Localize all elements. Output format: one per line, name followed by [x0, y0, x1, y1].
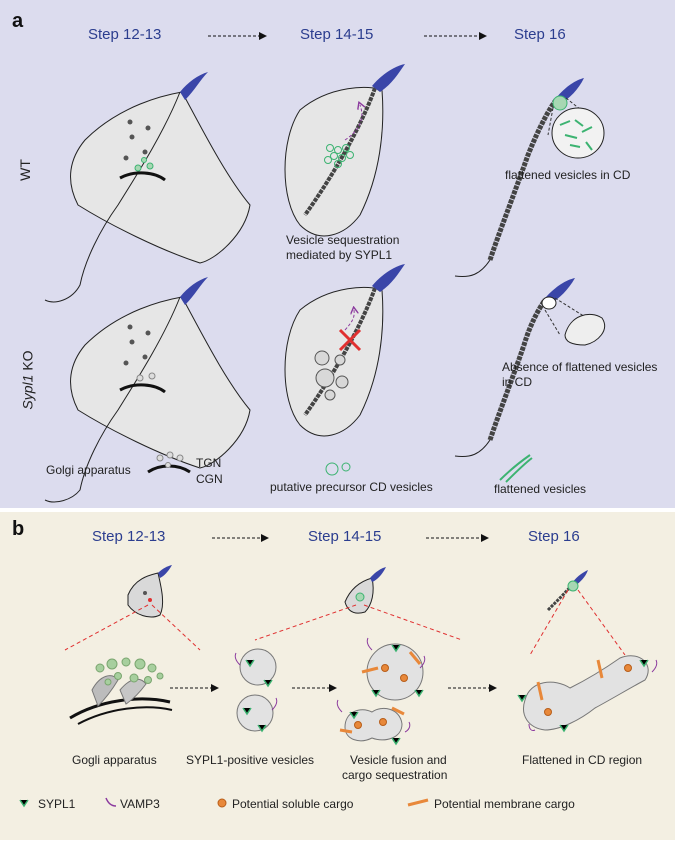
label-b-fusion-line1: Vesicle fusion and	[350, 753, 447, 767]
panel-a-step-14-15: Step 14-15	[300, 26, 374, 43]
b-sypl1-vesicles	[234, 648, 278, 733]
panel-b-step-14-15: Step 14-15	[308, 528, 382, 545]
label-b-flattened: Flattened in CD region	[522, 753, 643, 767]
legend-vamp3-label: VAMP3	[120, 797, 160, 811]
label-wt-step14-line2: mediated by SYPL1	[286, 248, 393, 262]
legend-golgi-label: Golgi apparatus	[46, 463, 131, 477]
panel-a-step-16: Step 16	[514, 26, 566, 43]
legend-precursor-label: putative precursor CD vesicles	[270, 480, 433, 494]
legend-membrane-cargo-icon	[407, 798, 429, 807]
panel-a-letter: a	[12, 10, 24, 32]
row-label-wt: WT	[16, 159, 33, 181]
wt-step16-sperm	[454, 78, 605, 278]
ko-step12-cell	[44, 277, 251, 503]
label-b-sypl1-vesicles: SYPL1-positive vesicles	[186, 753, 315, 767]
panel-b-step-16: Step 16	[528, 528, 580, 545]
b-step14-small-cell	[254, 567, 463, 641]
legend-golgi-icon	[147, 451, 191, 474]
ko-step16-sperm	[454, 278, 606, 458]
b-flattened-vesicle	[517, 655, 658, 733]
b-golgi-large	[69, 657, 173, 725]
panel-b-step-12-13: Step 12-13	[92, 528, 166, 545]
label-ko-step16-line2: in CD	[502, 375, 533, 389]
legend-sypl1-icon	[19, 799, 29, 808]
legend-soluble-label: Potential soluble cargo	[232, 797, 354, 811]
b-step16-small-sperm	[529, 570, 626, 656]
panel-b-letter: b	[12, 518, 25, 540]
row-label-ko-suffix: KO	[19, 350, 36, 375]
ko-step14-cell	[284, 264, 405, 437]
legend-sypl1-label: SYPL1	[38, 797, 76, 811]
legend-vamp3-icon	[105, 797, 117, 807]
row-label-ko-gene: Sypl1	[19, 374, 36, 410]
b-step12-small-cell	[64, 565, 201, 651]
legend-membrane-label: Potential membrane cargo	[434, 797, 575, 811]
label-b-fusion-line2: cargo sequestration	[342, 768, 448, 782]
label-wt-step14-line1: Vesicle sequestration	[286, 233, 400, 247]
label-b-golgi: Gogli apparatus	[72, 753, 157, 767]
label-wt-step16: flattened vesicles in CD	[505, 168, 631, 182]
panel-a-step-12-13: Step 12-13	[88, 26, 162, 43]
legend-cgn-label: CGN	[196, 472, 223, 486]
legend-precursor-vesicle-icon	[325, 462, 351, 476]
row-label-ko: Sypl1 KO	[20, 350, 36, 409]
label-ko-step16-line1: Absence of flattened vesicles	[502, 360, 658, 374]
legend-tgn-label: TGN	[196, 456, 222, 470]
wt-step14-cell	[284, 64, 405, 237]
b-fusion-vesicles	[336, 637, 426, 746]
legend-flattened-vesicle-icon	[499, 454, 533, 483]
wt-step12-cell	[44, 72, 251, 303]
legend-soluble-cargo-icon	[217, 798, 227, 808]
legend-flattened-label: flattened vesicles	[494, 482, 587, 496]
